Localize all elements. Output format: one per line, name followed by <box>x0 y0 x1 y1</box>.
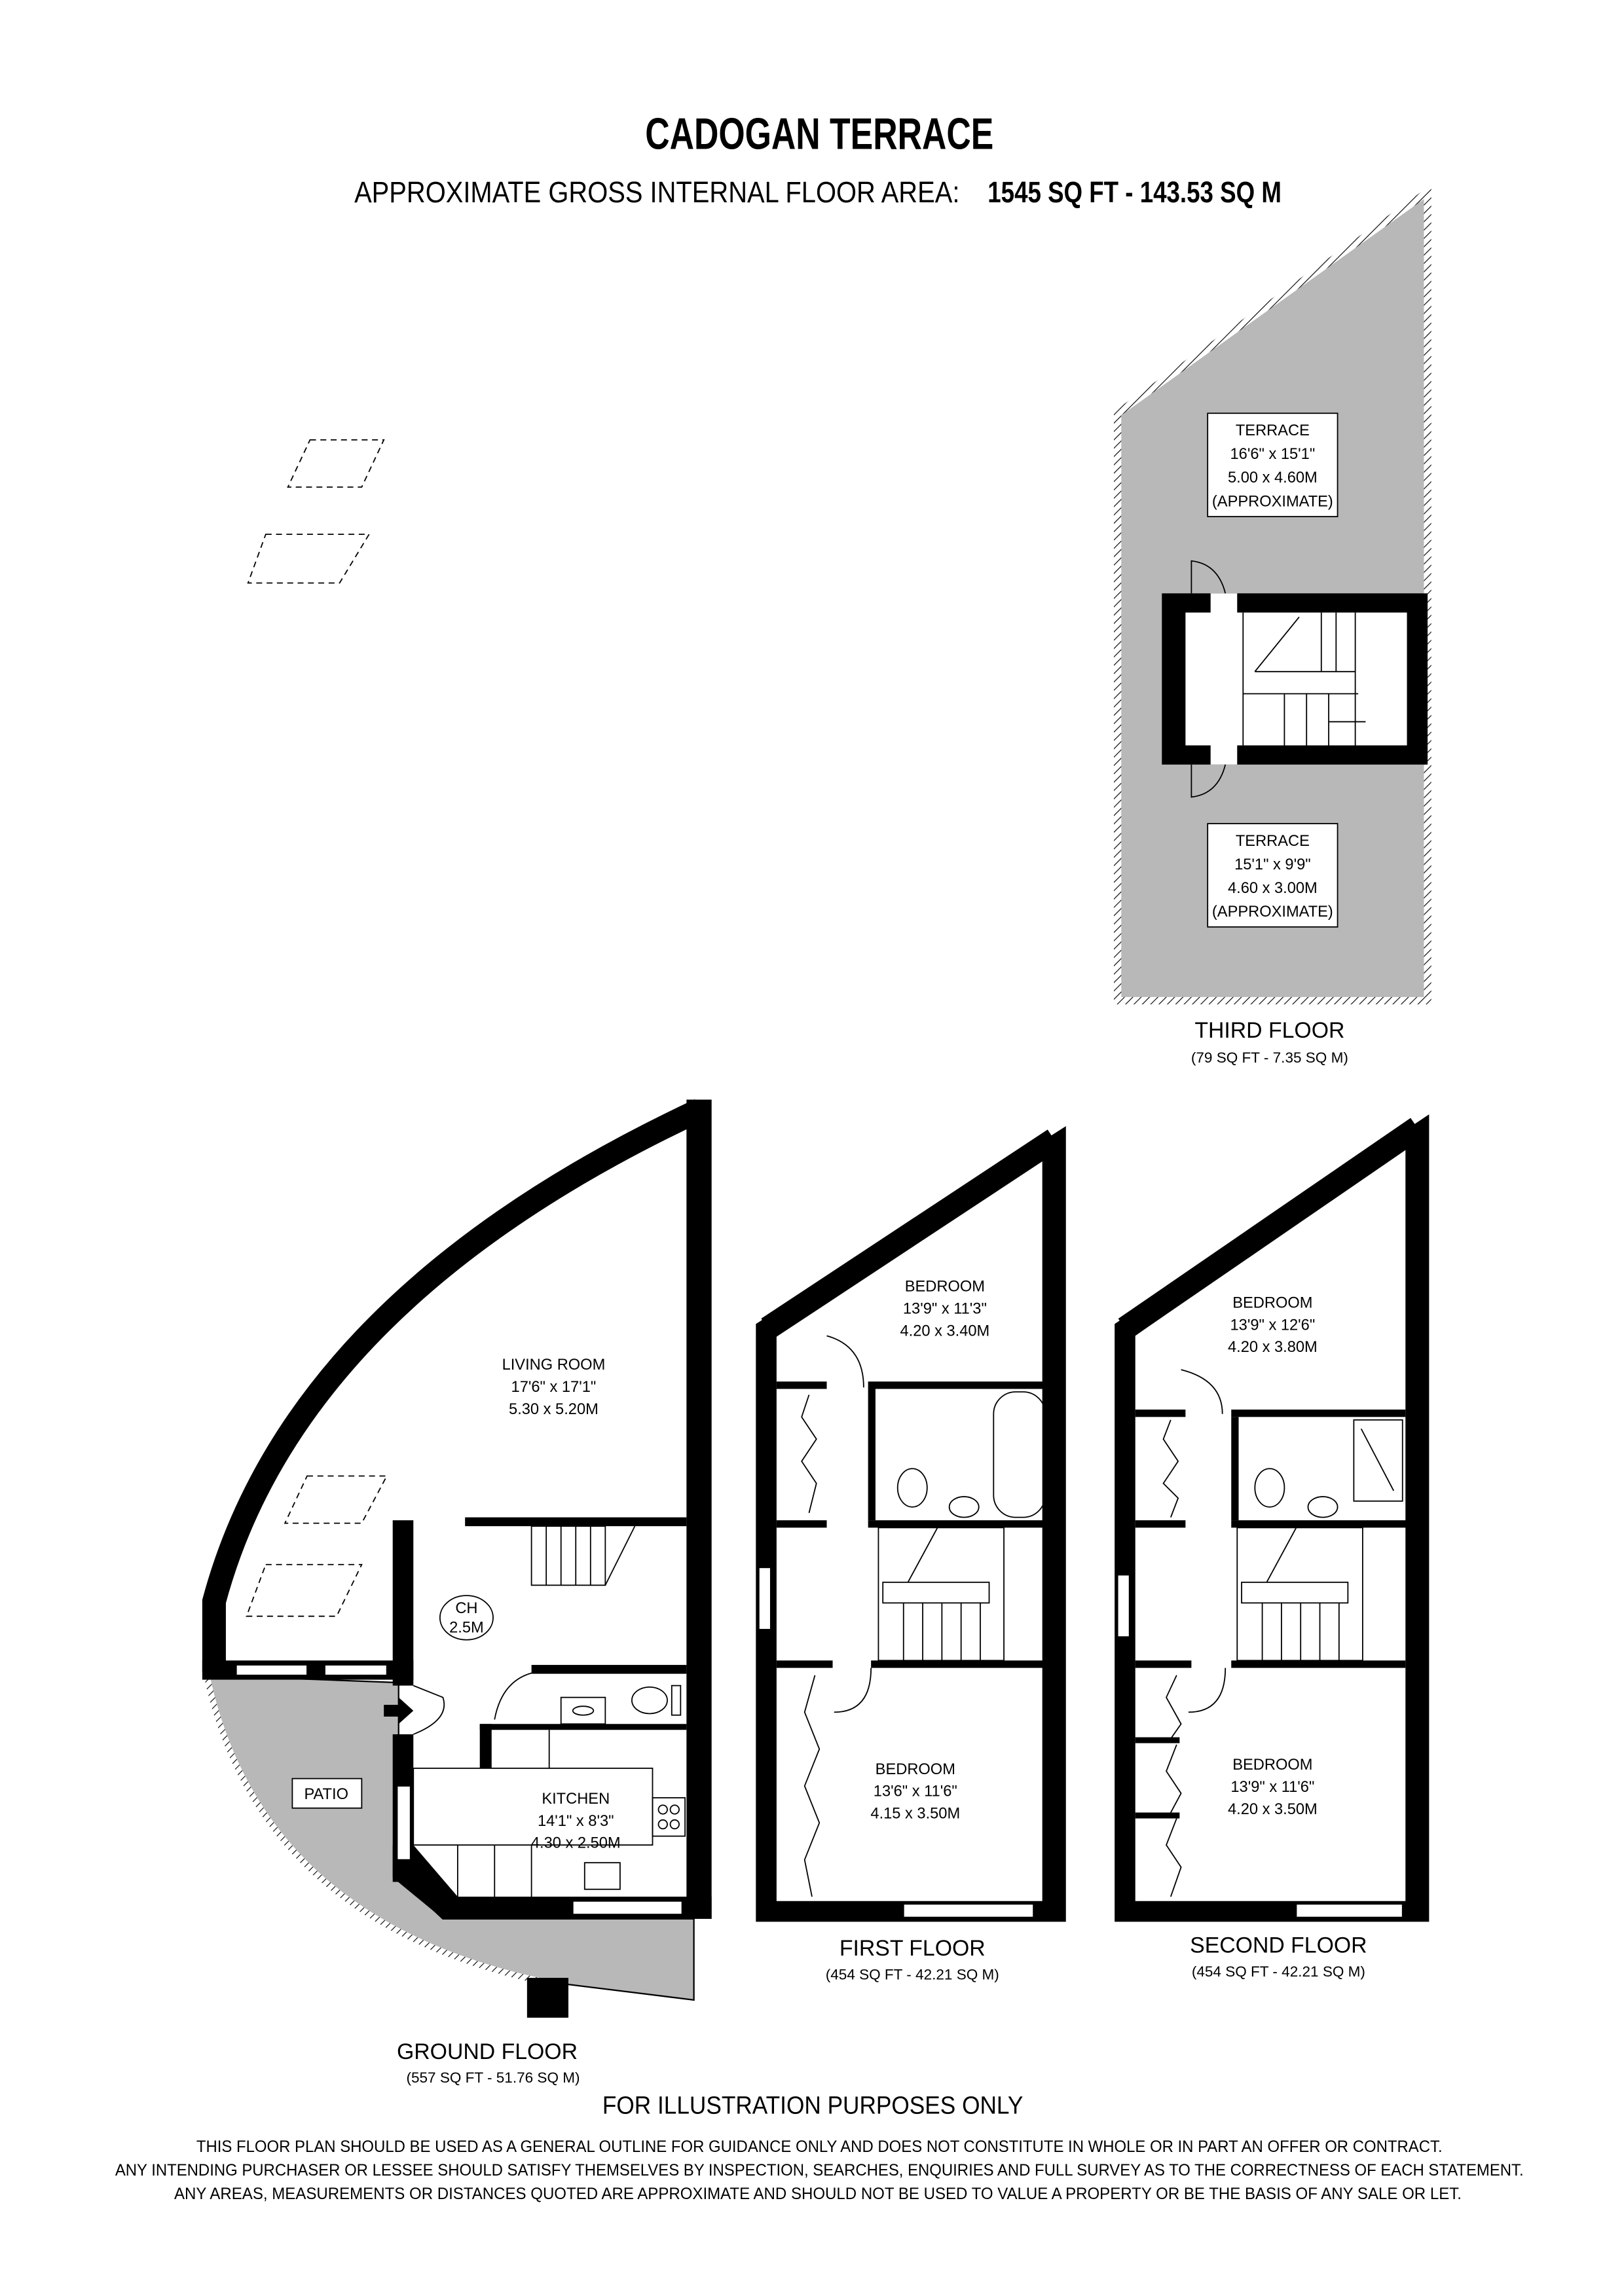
cloakroom-fixtures <box>494 1671 682 1725</box>
room-name: BEDROOM <box>876 1761 955 1778</box>
room-size-metric: 4.15 x 3.50M <box>870 1806 960 1823</box>
room-label-bedroom-top: BEDROOM 13'9" x 11'3" 4.20 x 3.40M <box>900 1279 989 1340</box>
room-size-metric: 4.60 x 3.00M <box>1228 880 1318 897</box>
room-size-imperial: 13'9" x 12'6" <box>1230 1317 1316 1334</box>
room-label-bedroom-top: BEDROOM 13'9" x 12'6" 4.20 x 3.80M <box>1228 1294 1318 1356</box>
room-label-kitchen: KITCHEN 14'1" x 8'3" 4.30 x 2.50M <box>531 1791 621 1852</box>
ceiling-label: CH <box>455 1600 477 1617</box>
dashed-skylights <box>247 439 385 584</box>
room-name: KITCHEN <box>542 1791 610 1808</box>
room-size-metric: 4.20 x 3.80M <box>1228 1339 1318 1356</box>
staircase <box>1242 612 1366 746</box>
floor-name-first: FIRST FLOOR <box>840 1936 986 1961</box>
kitchen-fixtures <box>413 1730 686 1897</box>
room-name: BEDROOM <box>1232 1294 1312 1311</box>
wardrobe-doors <box>801 1394 821 1897</box>
floor-area-second: (454 SQ FT - 42.21 SQ M) <box>1192 1963 1365 1980</box>
room-size-imperial: 16'6" x 15'1" <box>1230 446 1316 463</box>
first-floor-plan: BEDROOM 13'9" x 11'3" 4.20 x 3.40M BEDRO… <box>756 1126 1066 1982</box>
disclaimer-line-3: ANY AREAS, MEASUREMENTS OR DISTANCES QUO… <box>174 2185 1462 2203</box>
room-size-imperial: 13'6" x 11'6" <box>874 1783 957 1800</box>
room-name: TERRACE <box>1236 422 1310 439</box>
disclaimer-line-1: THIS FLOOR PLAN SHOULD BE USED AS A GENE… <box>196 2138 1443 2156</box>
wardrobe-doors <box>1162 1419 1182 1897</box>
room-label-patio: PATIO <box>291 1777 363 1809</box>
total-area-value: 1545 SQ FT - 143.53 SQ M <box>987 175 1282 209</box>
bathroom-fixtures <box>896 1391 1046 1518</box>
staircase <box>877 1527 1005 1662</box>
door-swing-lower <box>1190 764 1227 798</box>
room-label-terrace-1: TERRACE 16'6" x 15'1" 5.00 x 4.60M (APPR… <box>1207 412 1338 517</box>
staircase <box>1236 1527 1363 1662</box>
third-floor-plan: TERRACE 16'6" x 15'1" 5.00 x 4.60M (APPR… <box>1114 185 1431 1066</box>
room-label-terrace-2: TERRACE 15'1" x 9'9" 4.60 x 3.00M (APPRO… <box>1207 823 1338 928</box>
room-size-metric: 5.30 x 5.20M <box>509 1401 599 1418</box>
entrance-door <box>413 1685 445 1735</box>
floor-area-first: (454 SQ FT - 42.21 SQ M) <box>826 1966 999 1982</box>
room-label-bedroom-bottom: BEDROOM 13'9" x 11'6" 4.20 x 3.50M <box>1228 1757 1318 1818</box>
floor-name-ground: GROUND FLOOR <box>397 2039 578 2064</box>
floor-name-third: THIRD FLOOR <box>1194 1018 1344 1043</box>
room-name: LIVING ROOM <box>502 1357 606 1374</box>
room-size-imperial: 15'1" x 9'9" <box>1234 856 1311 873</box>
room-size-imperial: 13'9" x 11'6" <box>1230 1779 1314 1796</box>
room-note: (APPROXIMATE) <box>1212 493 1333 510</box>
entrance-arrow-icon <box>384 1697 414 1724</box>
room-name: PATIO <box>304 1786 348 1803</box>
room-size-metric: 5.00 x 4.60M <box>1228 469 1318 486</box>
room-size-metric: 4.20 x 3.50M <box>1228 1801 1318 1818</box>
floor-area-third: (79 SQ FT - 7.35 SQ M) <box>1191 1049 1348 1066</box>
ground-floor-plan: LIVING ROOM 17'6" x 17'1" 5.30 x 5.20M C… <box>202 439 712 2086</box>
door-swing <box>1181 1369 1227 1713</box>
page-title: CADOGAN TERRACE <box>645 110 993 159</box>
total-area-label: APPROXIMATE GROSS INTERNAL FLOOR AREA: <box>354 175 959 209</box>
disclaimer-line-2: ANY INTENDING PURCHASER OR LESSEE SHOULD… <box>115 2162 1524 2179</box>
shower-ensuite-fixtures <box>1254 1419 1403 1518</box>
room-size-imperial: 17'6" x 17'1" <box>511 1379 597 1396</box>
room-size-imperial: 14'1" x 8'3" <box>538 1813 614 1830</box>
illustration-note: FOR ILLUSTRATION PURPOSES ONLY <box>602 2091 1024 2119</box>
room-name: BEDROOM <box>905 1279 985 1296</box>
external-curved-wall <box>202 1099 705 1673</box>
door-swing <box>826 1335 872 1713</box>
room-size-metric: 4.30 x 2.50M <box>531 1835 621 1852</box>
second-floor-plan: BEDROOM 13'9" x 12'6" 4.20 x 3.80M BEDRO… <box>1115 1114 1430 1980</box>
skylight-2 <box>246 1563 363 1617</box>
room-name: BEDROOM <box>1232 1757 1312 1774</box>
room-note: (APPROXIMATE) <box>1212 903 1333 920</box>
ceiling-value: 2.5M <box>449 1619 484 1636</box>
room-label-living-room: LIVING ROOM 17'6" x 17'1" 5.30 x 5.20M <box>502 1357 606 1418</box>
door-swing-upper <box>1190 560 1227 594</box>
room-size-imperial: 13'9" x 11'3" <box>903 1301 987 1318</box>
chimney-block <box>526 1978 568 2018</box>
room-label-bedroom-bottom: BEDROOM 13'6" x 11'6" 4.15 x 3.50M <box>870 1761 960 1823</box>
room-name: TERRACE <box>1236 833 1310 850</box>
staircase <box>530 1525 636 1586</box>
floor-name-second: SECOND FLOOR <box>1190 1933 1367 1958</box>
room-size-metric: 4.20 x 3.40M <box>900 1322 989 1339</box>
ceiling-height-marker: CH 2.5M <box>439 1595 494 1641</box>
floor-area-ground: (557 SQ FT - 51.76 SQ M) <box>406 2069 580 2086</box>
skylight-1 <box>284 1475 388 1524</box>
